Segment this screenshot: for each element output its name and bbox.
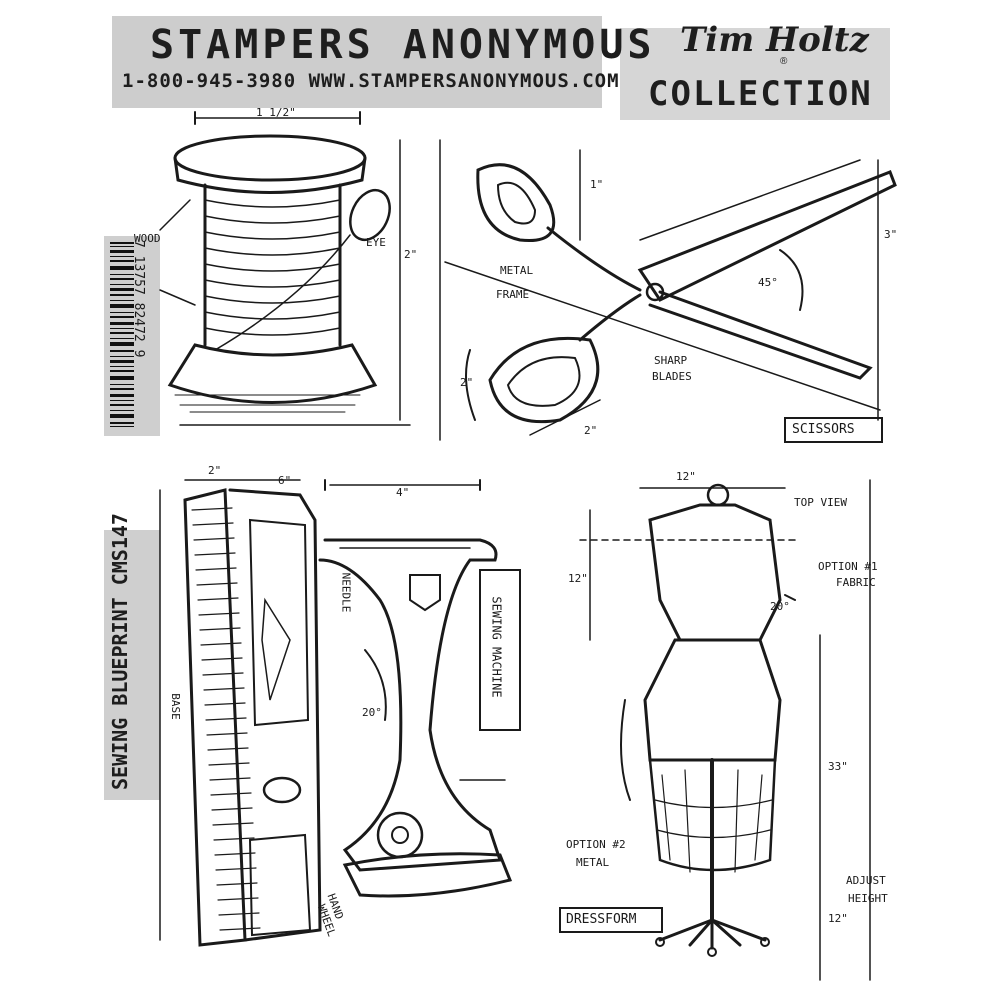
barcode: [104, 236, 160, 436]
machine-label-base: BASE: [168, 693, 182, 720]
dressform-dim-side: 12": [568, 572, 588, 585]
dressform-label-box: [559, 907, 663, 933]
dressform-label-fabric: FABRIC: [836, 576, 876, 589]
dressform-illustration: [579, 479, 871, 981]
brand-title: STAMPERS ANONYMOUS: [150, 22, 656, 68]
scissors-dim-2: 2": [460, 376, 474, 389]
spool-dim-side: 2": [404, 248, 418, 261]
machine-label-needle: NEEDLE: [339, 572, 353, 613]
spool-shading: [174, 394, 361, 413]
spool-dim-top: 1 1/2": [256, 106, 296, 119]
scissors-dim-4: 3": [884, 228, 898, 241]
barcode-bars: [110, 242, 134, 427]
spool-label-wood: WOOD: [134, 232, 161, 245]
dressform-label-height: HEIGHT: [848, 892, 888, 905]
designer-signature: Tim Holtz: [680, 20, 869, 60]
scissors-label-metal: METAL: [500, 264, 534, 277]
dressform-box-label: DRESSFORM: [566, 912, 637, 927]
machine-dim-2: 6": [278, 474, 292, 487]
spool-label-eye: EYE: [366, 236, 386, 249]
machine-label-sewing-machine: SEWING MACHINE: [489, 596, 504, 698]
spool-illustration: [159, 111, 411, 426]
scissors-label-frame: FRAME: [496, 288, 530, 301]
dressform-label-adjust: ADJUST: [846, 874, 886, 887]
scissors-dim-3: 2": [584, 424, 598, 437]
scissors-illustration: [439, 139, 897, 441]
scissors-dim-1: 1": [590, 178, 604, 191]
machine-angle: 20°: [362, 706, 382, 719]
dressform-label-option1: OPTION #1: [818, 560, 878, 573]
brand-contact: 1-800-945-3980 WWW.STAMPERSANONYMOUS.COM: [122, 70, 620, 92]
scissors-label-blades: BLADES: [652, 370, 692, 383]
sewing-machine-illustration: [159, 479, 521, 947]
dressform-angle: 20°: [770, 600, 790, 613]
dressform-dim-height: 33": [828, 760, 848, 773]
collection-smudge: [620, 28, 890, 120]
machine-dim-3: 4": [396, 486, 410, 499]
dressform-label-metal: METAL: [576, 856, 610, 869]
header-smudge: [112, 16, 602, 108]
scissors-label-box: [784, 417, 883, 443]
machine-dim-1: 2": [208, 464, 222, 477]
dressform-label-option2: OPTION #2: [566, 838, 626, 851]
dressform-dim-base: 12": [828, 912, 848, 925]
scissors-angle: 45°: [758, 276, 778, 289]
registered-mark: ®: [780, 56, 788, 67]
collection-word: COLLECTION: [648, 74, 873, 114]
scissors-box-label: SCISSORS: [792, 422, 855, 437]
dressform-dim-top: 12": [676, 470, 696, 483]
scissors-label-sharp: SHARP: [654, 354, 688, 367]
dressform-label-top-view: TOP VIEW: [794, 496, 847, 509]
product-smudge: [104, 530, 160, 800]
